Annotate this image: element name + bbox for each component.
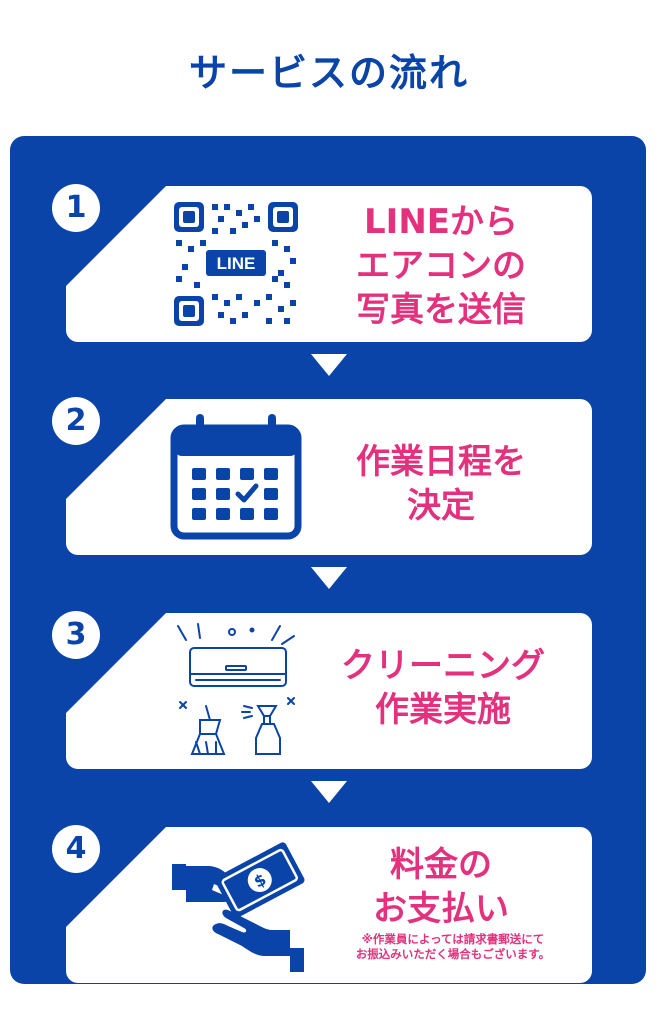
- payment-note-line-1: ※作業員によっては請求書郵送にて: [361, 932, 545, 946]
- step-4-line-1: 料金の: [390, 845, 492, 885]
- step-number-2: 2: [52, 397, 100, 445]
- qr-line-label: LINE: [217, 254, 256, 273]
- step-label-4: 料金の お支払い: [316, 843, 566, 931]
- down-arrow-icon: [311, 567, 347, 589]
- qr-code-icon: LINE: [172, 200, 300, 328]
- step-number-3: 3: [52, 611, 100, 659]
- page-title: サービスの流れ: [188, 51, 469, 95]
- step-label-2: 作業日程を 決定: [316, 440, 566, 528]
- step-3-line-1: クリーニング: [341, 646, 545, 686]
- calendar-icon: [170, 414, 302, 540]
- step-card-3: [66, 613, 592, 769]
- step-number-4: 4: [52, 825, 100, 873]
- step-label-1: LINEから エアコンの 写真を送信: [316, 200, 566, 332]
- step-1-line-2: エアコンの: [356, 246, 526, 286]
- step-1-line-1: LINEから: [364, 202, 518, 242]
- step-2-line-1: 作業日程を: [356, 442, 526, 482]
- step-card-1: [66, 186, 592, 342]
- step-number-1: 1: [52, 184, 100, 232]
- step-3-line-2: 作業実施: [375, 690, 511, 730]
- air-conditioner-cleaning-icon: [177, 623, 295, 755]
- step-1-line-3: 写真を送信: [356, 290, 526, 330]
- step-card-4: [66, 827, 592, 983]
- payment-hand-icon: $: [172, 842, 305, 972]
- payment-note: ※作業員によっては請求書郵送にて お振込みいただく場合もございます。: [318, 932, 588, 962]
- step-4-line-2: お支払い: [373, 889, 509, 929]
- step-label-3: クリーニング 作業実施: [318, 644, 568, 732]
- payment-note-line-2: お振込みいただく場合もございます。: [355, 947, 551, 961]
- step-card-2: [66, 399, 592, 555]
- down-arrow-icon: [311, 354, 347, 376]
- down-arrow-icon: [311, 781, 347, 803]
- step-2-line-2: 決定: [407, 486, 475, 526]
